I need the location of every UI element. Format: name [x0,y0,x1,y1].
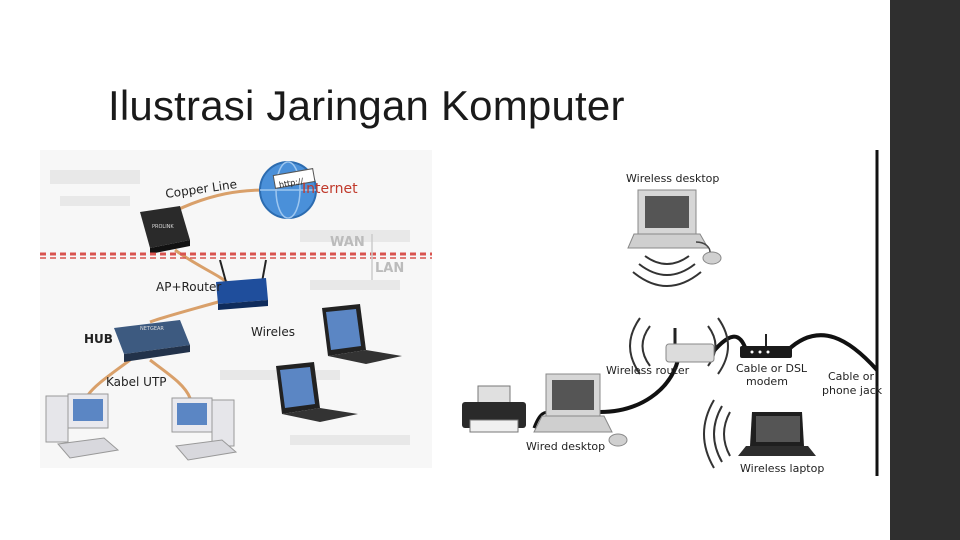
router-desktop-cable [599,359,680,414]
desktop-pc-icon-2 [171,397,238,461]
wired-desktop-label: Wired desktop [526,440,605,453]
internet-globe-icon [259,161,317,219]
wireles-label: Wireles [251,325,295,339]
adsl-modem-icon [140,206,190,254]
cable-modem-label-2: modem [746,375,788,388]
wired-desktop-icon [533,373,628,447]
cable-jack-label-1: Cable or [828,370,874,383]
cable-modem-label-1: Cable or DSL [736,362,808,375]
desktop-pc-icon-1 [45,393,120,459]
hub-brand: NETGEAR [140,326,164,332]
wireless-desktop-icon [627,189,722,287]
right-network-diagram: Wireless desktop Wireless router Cable o… [440,150,886,490]
internet-label: Internet [302,181,358,197]
hub-switch-icon [114,320,190,362]
ap-router-icon [216,259,268,310]
right-diagram-svg: Wireless desktop Wireless router Cable o… [462,150,883,476]
modem-jack-cable [786,333,879,372]
left-network-diagram: http:// Internet Copper Line PROLINK WAN… [40,150,432,468]
http-label: http:// [278,176,304,189]
hub-label: HUB [84,332,113,346]
wan-label: WAN [330,235,365,250]
laptop-icon-1 [322,304,402,364]
left-diagram-svg: http:// Internet Copper Line PROLINK WAN… [40,150,432,468]
ap-router-label: AP+Router [156,280,221,294]
kabel-utp-label: Kabel UTP [106,375,167,389]
lan-label: LAN [375,261,404,276]
cable-dsl-modem-icon [740,334,792,358]
wireless-laptop-label: Wireless laptop [740,462,824,475]
right-sidebar [890,0,960,540]
wireless-router-icon [629,317,729,375]
wireless-router-label: Wireless router [606,364,690,377]
wireless-desktop-label: Wireless desktop [626,172,719,185]
printer-icon [462,385,526,433]
slide-title: Ilustrasi Jaringan Komputer [108,82,625,129]
wireless-laptop-icon [703,399,816,469]
cable-jack-label-2: phone jack [822,384,883,397]
laptop-icon-2 [276,362,358,422]
modem-brand: PROLINK [152,224,174,230]
